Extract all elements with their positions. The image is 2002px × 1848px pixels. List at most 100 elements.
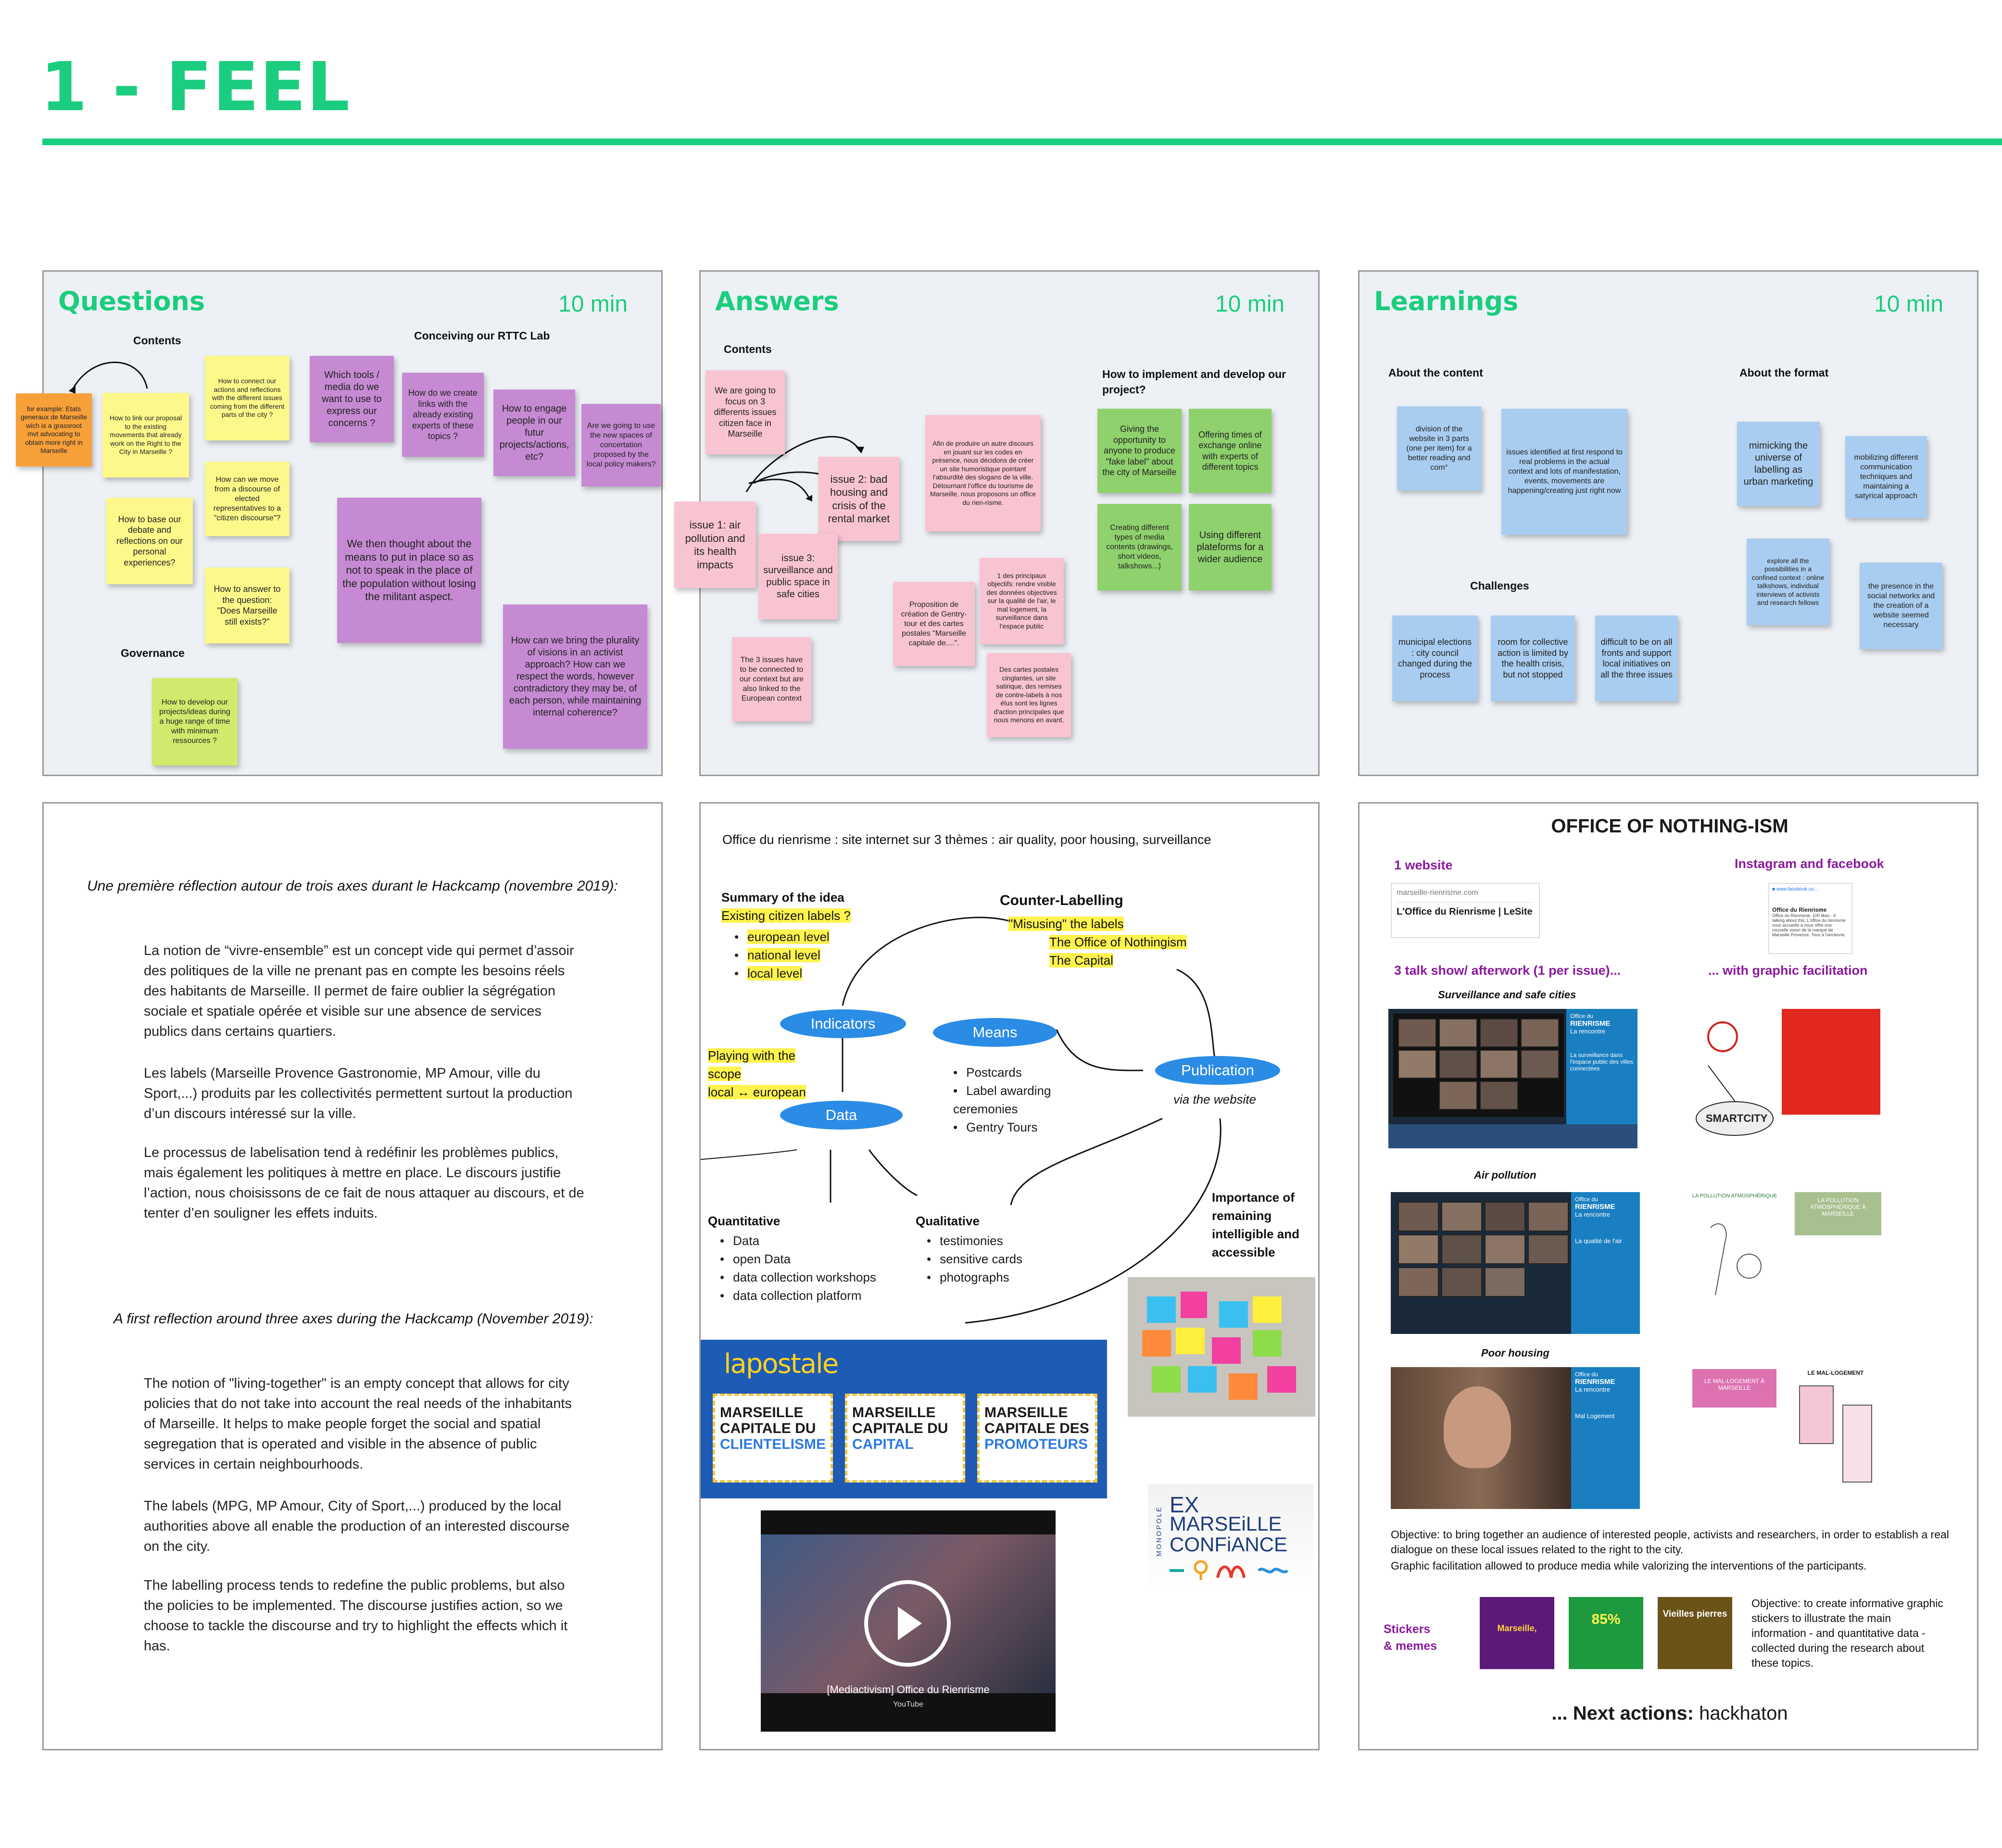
sticky-note[interactable]: issues identified at first respond to re… [1501,409,1627,535]
sticky-note[interactable]: We are going to focus on 3 differents is… [705,370,785,454]
sticker[interactable]: Marseille, [1480,1597,1554,1669]
sticky-note[interactable]: division of the website in 3 parts (one … [1397,406,1481,490]
postcard-line: MARSEILLE [720,1405,804,1421]
text-frame[interactable]: Une première réflection autour de trois … [42,802,663,1750]
questions-title: Questions [58,286,205,316]
sticky-note[interactable]: Offering times of exchange online with e… [1189,409,1272,493]
answers-title: Answers [715,286,839,316]
mindmap-connectors [701,917,1221,1324]
graphic-facilitation-image: SMARTCITY [1689,1008,1780,1147]
postcard-line: CAPITALE DU [852,1421,948,1436]
logo-squiggles-icon [1170,1560,1289,1580]
sticky-note[interactable]: issue 1: air pollution and its health im… [674,502,756,588]
graphic-label: ... with graphic facilitation [1708,963,1868,978]
data-node[interactable]: Data [780,1101,903,1130]
office-frame[interactable]: OFFICE OF NOTHING-ISM 1 website Instagra… [1358,802,1978,1750]
sticky-note[interactable]: We then thought about the means to put i… [337,498,481,643]
sticker[interactable]: Vieilles pierres [1658,1597,1732,1669]
qual-item: photographs [927,1268,1022,1286]
learnings-title: Learnings [1374,286,1519,316]
publication-node[interactable]: Publication [1155,1056,1280,1085]
facebook-icon: ■ [1772,887,1775,892]
logo-line: EX [1170,1492,1199,1517]
sticky-note[interactable]: issue 3: surveillance and public space i… [758,534,838,619]
postcard[interactable]: MARSEILLE CAPITALE DU CAPITAL [845,1394,965,1483]
learnings-frame[interactable]: Learnings 10 min About the content About… [1358,270,1978,776]
talkshow-video-3[interactable]: Office du RIENRISME La rencontre Mal Log… [1391,1367,1640,1509]
sticky-note[interactable]: Are we going to use the new spaces of co… [581,404,661,487]
video-caption: Poor housing [1481,1347,1549,1359]
graphic-facilitation-image [1782,1009,1880,1115]
fr-heading: Une première réflection autour de trois … [87,878,618,894]
sticky-note[interactable]: How do we create links with the already … [402,373,484,457]
sticky-note[interactable]: the presence in the social networks and … [1860,563,1942,649]
website-card[interactable]: marseille-rienrisme.com L'Office du Rien… [1391,883,1540,938]
answers-frame[interactable]: Answers 10 min Contents How to implement… [674,270,1320,776]
counter-item: The Capital [1049,953,1113,968]
connector-arrow [69,362,148,394]
postcard-line: CAPITAL [852,1436,914,1452]
means-node[interactable]: Means [933,1018,1057,1047]
facebook-card[interactable]: ■ www.facebook.co... Office du Rienrisme… [1768,883,1852,954]
play-icon[interactable] [864,1580,951,1667]
sticky-note[interactable]: Creating different types of media conten… [1097,504,1182,591]
sticky-note[interactable]: How to link our proposal to the existing… [102,393,189,478]
video-brand: RIENRISME [1575,1378,1615,1386]
counter-item: "Misusing" the labels [1008,917,1124,931]
sticky-note[interactable]: How can we bring the plurality of vision… [503,604,647,749]
quant-item: open Data [720,1250,876,1268]
sticky-note[interactable]: mimicking the universe of labelling as u… [1737,422,1820,506]
sticky-note[interactable]: issue 2: bad housing and crisis of the r… [818,457,899,541]
quant-list: Data open Data data collection workshops… [720,1232,876,1305]
means-item: Gentry Tours [953,1118,1078,1136]
next-actions-value: hackhaton [1693,1703,1788,1724]
sticky-note[interactable]: municipal elections : city council chang… [1392,616,1478,701]
sticky-note[interactable]: Des cartes postales cinglantes, un site … [987,653,1071,737]
sticky-note[interactable]: Which tools / media do we want to use to… [310,356,394,442]
means-item: Postcards [953,1063,1078,1081]
diagram-frame[interactable]: Office du rienrisme : site internet sur … [699,802,1320,1750]
fb-card-text: Office du Rienrisme. 100 likes · 4 talki… [1772,913,1846,937]
sticky-note[interactable]: How to connect our actions and reflectio… [205,356,290,440]
sticky-note[interactable]: Afin de produire un autre discours en jo… [925,415,1041,531]
postcard[interactable]: MARSEILLE CAPITALE DU CLIENTELISME [713,1394,833,1483]
postcard[interactable]: MARSEILLE CAPITALE DES PROMOTEURS [977,1394,1097,1483]
gf-title: LA POLLUTION ATMOSPHÉRIQUE [1692,1193,1777,1199]
sticky-note[interactable]: Giving the opportunity to anyone to prod… [1097,409,1182,493]
sticky-note[interactable]: 1 des principaux objectifs: rendre visib… [980,558,1064,644]
sticker[interactable]: 85% [1569,1597,1643,1669]
scope-line: Playing with the [708,1048,796,1063]
video-topic: La qualité de l'air [1575,1237,1622,1245]
sticky-note[interactable]: How to answer to the question: "Does Mar… [205,567,290,643]
sticky-note[interactable]: explore all the possibilities in a confi… [1747,539,1829,625]
sticky-note[interactable]: How to engage people in our futur projec… [493,390,575,476]
lapostale-logo: lapostale [724,1348,839,1380]
ex-marseille-logo: MONOPOLE EX MARSEiLLE CONFiANCE [1148,1484,1314,1595]
indicators-node[interactable]: Indicators [780,1009,906,1038]
sticky-note[interactable]: Using different plateforms for a wider a… [1189,504,1272,591]
objective-text: Graphic facilitation allowed to produce … [1391,1559,1867,1572]
postcard-line: CAPITALE DES [984,1421,1089,1436]
talkshow-label: 3 talk show/ afterwork (1 per issue)... [1394,963,1621,978]
postcard-line: MARSEILLE [852,1405,936,1421]
sticky-note[interactable]: for example: Etats generaux de Marseille… [16,393,92,466]
talkshow-video-1[interactable]: Office du RIENRISME La rencontre La surv… [1388,1009,1637,1148]
video-brand: RIENRISME [1575,1203,1615,1211]
sticky-note[interactable]: How to develop our projects/ideas during… [152,678,238,766]
via-website: via the website [1173,1092,1256,1106]
talkshow-video-2[interactable]: Office du RIENRISME La rencontre La qual… [1391,1192,1640,1334]
summary-item: national level [747,948,820,962]
sticky-note[interactable]: room for collective action is limited by… [1491,616,1575,701]
sticky-note[interactable]: The 3 issues have to be connected to our… [732,637,811,721]
questions-frame[interactable]: Questions 10 min Contents Conceiving our… [16,270,663,776]
sticky-note[interactable]: mobilizing different communication techn… [1845,436,1927,518]
sticky-note[interactable]: difficult to be on all fronts and suppor… [1595,616,1678,701]
qual-item: testimonies [927,1232,1022,1250]
intro-text: Office du rienrisme : site internet sur … [722,832,1211,847]
quant-item: Data [720,1232,876,1250]
sticky-note[interactable]: Proposition de création de Gentry-tour e… [893,582,975,666]
sticky-note[interactable]: How to base our debate and reflections o… [106,498,193,584]
learnings-time: 10 min [1874,291,1944,317]
youtube-video[interactable]: [Mediactivism] Office du Rienrisme YouTu… [761,1510,1056,1732]
sticky-note[interactable]: How can we move from a discourse of elec… [205,462,290,536]
